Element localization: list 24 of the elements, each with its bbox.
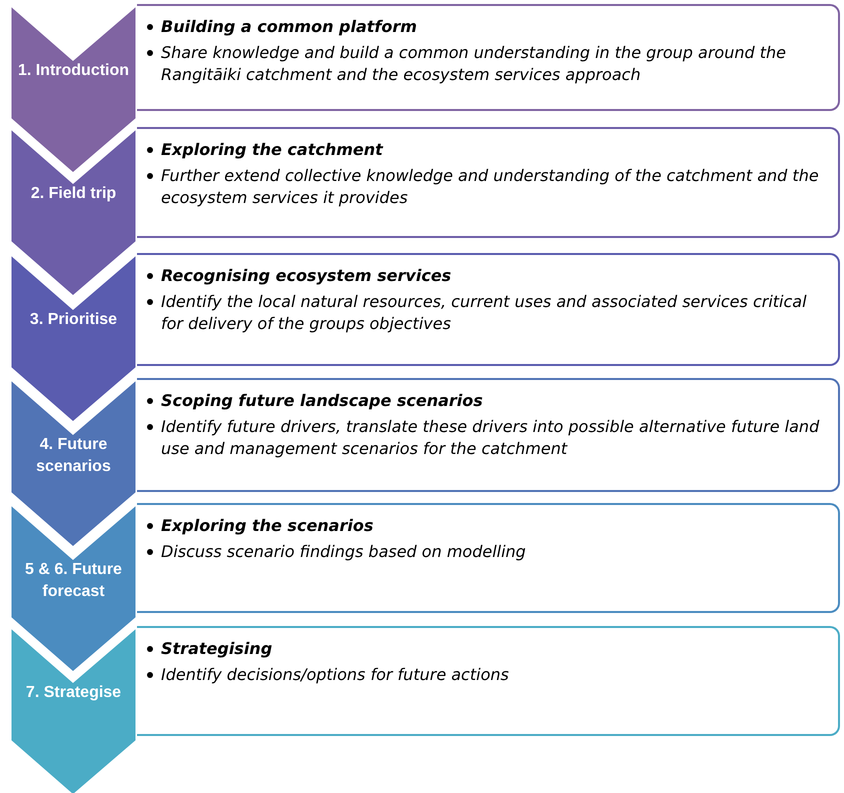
step-heading: Recognising ecosystem services bbox=[161, 265, 452, 287]
description-box bbox=[137, 127, 840, 238]
step-description: Share knowledge and build a common understanding in the group around the Rangitāiki catchment and the ecosystem services approach bbox=[161, 42, 787, 86]
description-box bbox=[137, 503, 840, 613]
step-heading: Exploring the catchment bbox=[161, 139, 384, 161]
step-heading: Building a common platform bbox=[161, 16, 418, 38]
description-box bbox=[137, 4, 840, 111]
step-label: 4. Future scenarios bbox=[35, 435, 112, 477]
description-box bbox=[137, 378, 840, 492]
description-box bbox=[137, 253, 840, 366]
step-label: 1. Introduction bbox=[16, 61, 130, 81]
step-label: 5 & 6. Future forecast bbox=[24, 560, 123, 602]
step-heading: Scoping future landscape scenarios bbox=[161, 390, 484, 412]
step-label: 2. Field trip bbox=[30, 184, 118, 204]
description-box bbox=[137, 626, 840, 736]
step-description: Discuss scenario findings based on modelling bbox=[161, 541, 527, 563]
step-heading: Strategising bbox=[161, 638, 274, 660]
step-description: Further extend collective knowledge and understanding of the catchment and the ecosystem services it provides bbox=[161, 165, 820, 209]
step-label: 3. Prioritise bbox=[28, 310, 118, 330]
step-description: Identify future drivers, translate these drivers into possible alternative future land use and management scenarios for the catchment bbox=[161, 416, 820, 460]
step-description: Identify the local natural resources, current uses and associated services critical for delivery of the groups objectives bbox=[161, 291, 808, 335]
step-description: Identify decisions/options for future actions bbox=[161, 664, 510, 686]
step-heading: Exploring the scenarios bbox=[161, 515, 374, 537]
step-label: 7. Strategise bbox=[24, 683, 122, 703]
